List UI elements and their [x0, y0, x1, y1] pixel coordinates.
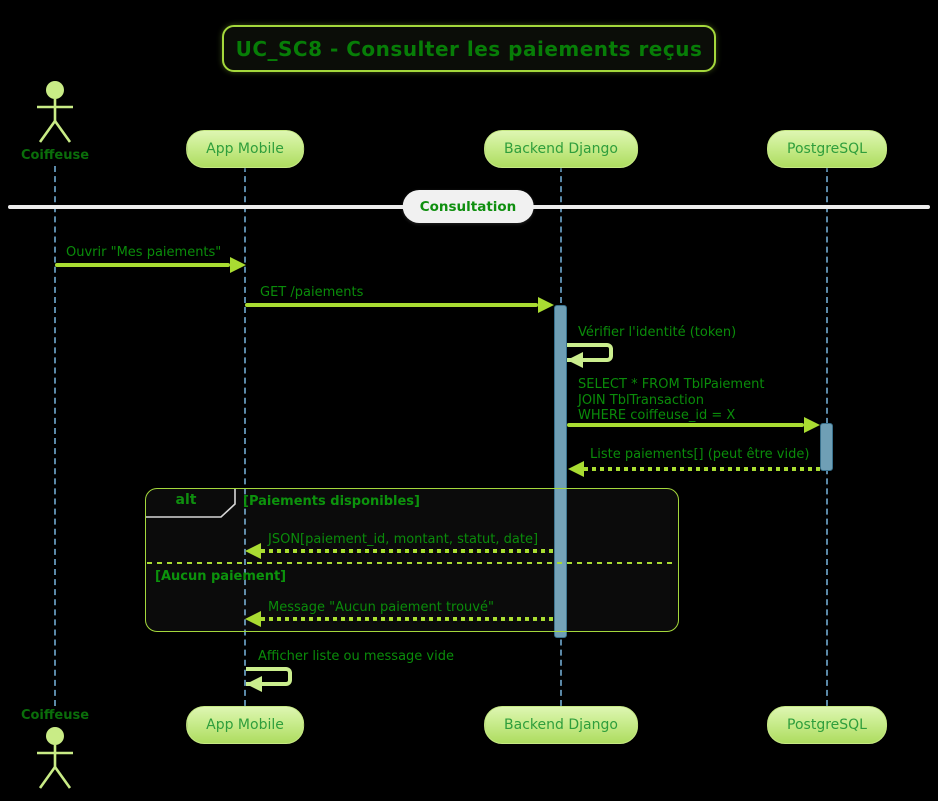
participant-label: Backend Django	[504, 717, 618, 733]
message-verify-identity: Vérifier l'identité (token)	[578, 325, 737, 340]
actor-coiffeuse-bottom: Coiffeuse	[20, 708, 90, 723]
activation-postgresql	[820, 423, 833, 471]
arrow-sql-query	[567, 423, 804, 427]
message-display-result: Afficher liste ou message vide	[258, 649, 454, 664]
participant-label: Backend Django	[504, 141, 618, 157]
message-open-payments: Ouvrir "Mes paiements"	[66, 245, 222, 260]
participant-backend-django-bottom: Backend Django	[484, 706, 638, 744]
self-arrow-display-result	[246, 667, 292, 686]
participant-label: PostgreSQL	[787, 717, 867, 733]
lifeline-coiffeuse	[54, 166, 56, 706]
message-sql-query: SELECT * FROM TblPaiement JOIN TblTransa…	[578, 377, 764, 424]
lifeline-app-mobile	[244, 166, 246, 706]
participant-label: App Mobile	[206, 717, 284, 733]
divider-consultation: Consultation	[402, 190, 534, 223]
return-arrow-empty-result	[261, 617, 554, 621]
sql-line-3: WHERE coiffeuse_id = X	[578, 408, 736, 423]
self-arrow-verify-identity	[567, 343, 613, 362]
message-get-paiements: GET /paiements	[260, 285, 364, 300]
arrowhead-left-icon	[245, 611, 261, 627]
actor-coiffeuse-top: Coiffeuse	[20, 148, 90, 163]
alt-operator-label: alt	[175, 492, 197, 508]
arrowhead-right-icon	[230, 257, 246, 273]
participant-postgresql-bottom: PostgreSQL	[767, 706, 887, 744]
arrowhead-left-icon	[246, 676, 262, 692]
return-arrow-json-response	[261, 549, 554, 553]
participant-postgresql-top: PostgreSQL	[767, 130, 887, 168]
diagram-title: UC_SC8 - Consulter les paiements reçus	[235, 36, 703, 61]
arrowhead-right-icon	[804, 417, 820, 433]
actor-icon-top	[37, 81, 73, 143]
alt-divider	[147, 562, 677, 564]
return-arrow-payments-list	[584, 467, 820, 471]
arrow-open-payments	[55, 263, 230, 267]
arrowhead-right-icon	[538, 297, 554, 313]
activation-backend	[554, 305, 567, 638]
participant-label: PostgreSQL	[787, 141, 867, 157]
alt-frame	[145, 488, 679, 632]
message-payments-list: Liste paiements[] (peut être vide)	[590, 447, 810, 462]
sql-line-2: JOIN TblTransaction	[578, 392, 704, 408]
arrow-get-paiements	[245, 303, 538, 307]
participant-app-mobile-bottom: App Mobile	[186, 706, 304, 744]
participant-app-mobile-top: App Mobile	[186, 130, 304, 168]
alt-guard-available: [Paiements disponibles]	[243, 494, 420, 509]
arrowhead-left-icon	[568, 461, 584, 477]
actor-icon-bottom	[37, 727, 73, 789]
participant-backend-django-top: Backend Django	[484, 130, 638, 168]
message-json-response: JSON[paiement_id, montant, statut, date]	[268, 532, 539, 547]
arrowhead-left-icon	[245, 543, 261, 559]
alt-pentagon-icon	[146, 489, 236, 518]
arrowhead-left-icon	[567, 352, 583, 368]
participant-label: App Mobile	[206, 141, 284, 157]
sql-line-1: SELECT * FROM TblPaiement	[578, 377, 765, 392]
diagram-title-box: UC_SC8 - Consulter les paiements reçus	[222, 25, 716, 72]
divider-label: Consultation	[419, 198, 517, 215]
message-empty-result: Message "Aucun paiement trouvé"	[268, 600, 494, 615]
alt-guard-empty: [Aucun paiement]	[155, 569, 287, 584]
